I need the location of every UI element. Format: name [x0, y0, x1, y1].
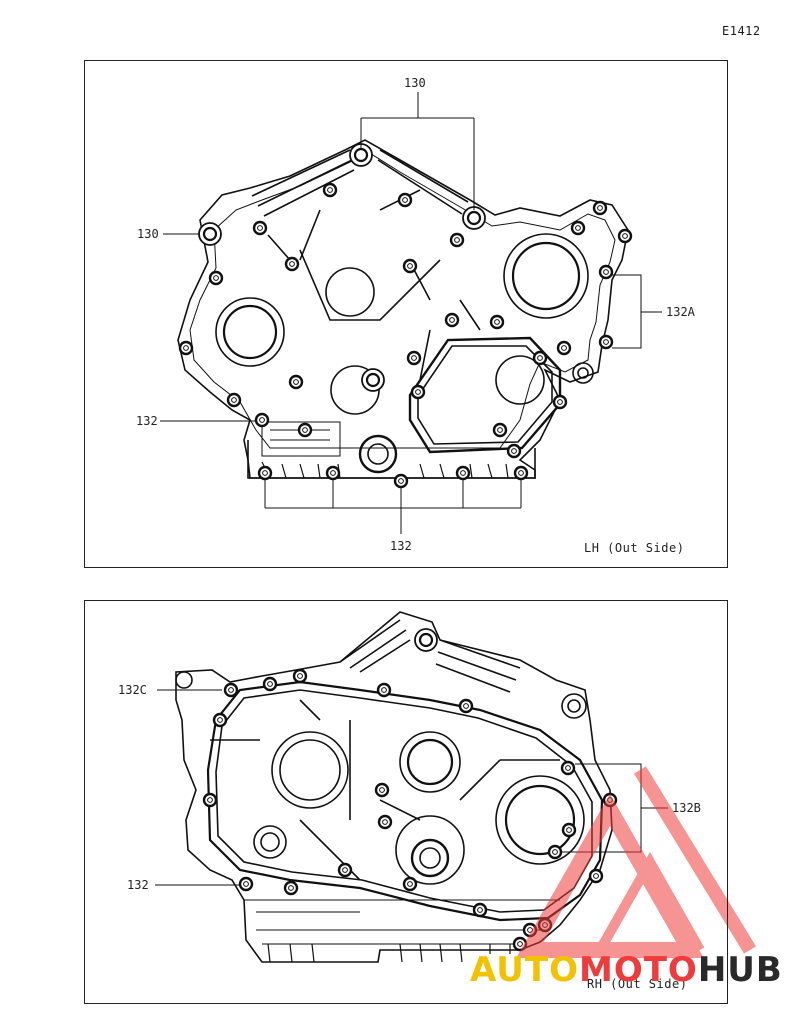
callout-132-left: 132	[136, 414, 158, 428]
rh-view-label: RH (Out Side)	[587, 977, 688, 991]
lh-crankcase	[177, 139, 629, 479]
lh-bolts	[178, 142, 633, 489]
callout-132c: 132C	[118, 683, 147, 697]
callout-132-rh-left: 132	[127, 878, 149, 892]
callout-132-bottom: 132	[390, 539, 412, 553]
diagram-code: E1412	[722, 24, 761, 38]
callout-130-top: 130	[404, 76, 426, 90]
lh-leader-lines	[160, 92, 662, 534]
watermark-triangle	[516, 766, 756, 958]
callout-130-left: 130	[137, 227, 159, 241]
lh-view-label: LH (Out Side)	[584, 541, 685, 555]
callout-132a: 132A	[666, 305, 695, 319]
rh-crankcase-panel	[84, 600, 728, 1004]
callout-132b: 132B	[672, 801, 701, 815]
watermark-logo: AUTOMOTOHUB	[470, 950, 783, 990]
